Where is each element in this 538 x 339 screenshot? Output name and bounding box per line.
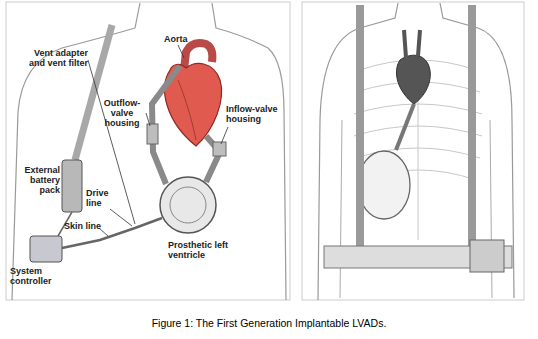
part-label: Prosthetic left ventricle bbox=[168, 240, 234, 260]
part-label: Drive line bbox=[86, 188, 118, 208]
part-label: Vent adapter and vent filter bbox=[16, 48, 88, 68]
part-label: System controller bbox=[10, 266, 64, 286]
part-label: Outflow-valve housing bbox=[100, 98, 144, 128]
figure-caption: Figure 1: The First Generation Implantab… bbox=[0, 317, 538, 329]
part-label: External battery pack bbox=[14, 165, 60, 195]
part-label: Inflow-valve housing bbox=[226, 104, 286, 124]
part-label: Aorta bbox=[164, 34, 204, 44]
part-label: Skin line bbox=[64, 221, 104, 231]
